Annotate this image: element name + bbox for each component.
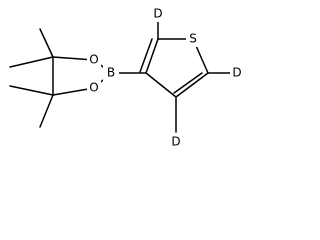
- bond-methyl-lower-left: [9, 85, 54, 96]
- deuterium-top-label-background: [151, 6, 165, 22]
- deuterium-top-label: D: [153, 7, 162, 21]
- bond-c4-c3: [145, 72, 177, 98]
- oxygen-bottom-label-background: [87, 80, 101, 96]
- bond-c3-c2: [145, 38, 159, 74]
- bond-layer: [9, 13, 236, 133]
- deuterium-bottom-label-background: [169, 134, 183, 150]
- oxygen-top-label: O: [89, 53, 98, 67]
- sulfur-label-background: [186, 31, 200, 47]
- atom-label-layer: B O O S D D D: [87, 6, 244, 150]
- deuterium-bottom-label: D: [171, 135, 180, 149]
- bond-c5-c4-double: [173, 72, 203, 94]
- bond-c5-c4: [175, 72, 209, 98]
- bond-c3-c2-double: [139, 38, 153, 73]
- molecule-structure: B O O S D D D: [9, 6, 244, 150]
- bond-methyl-upper-left: [9, 56, 54, 68]
- deuterium-right-label: D: [232, 66, 241, 80]
- deuterium-right-label-background: [230, 65, 244, 81]
- sulfur-label: S: [189, 32, 197, 46]
- boron-label-background: [103, 65, 119, 81]
- boron-label: B: [107, 66, 115, 80]
- oxygen-top-label-background: [87, 52, 101, 68]
- oxygen-bottom-label: O: [89, 81, 98, 95]
- bond-methyl-bottom: [39, 94, 54, 128]
- bond-methyl-top: [39, 28, 54, 58]
